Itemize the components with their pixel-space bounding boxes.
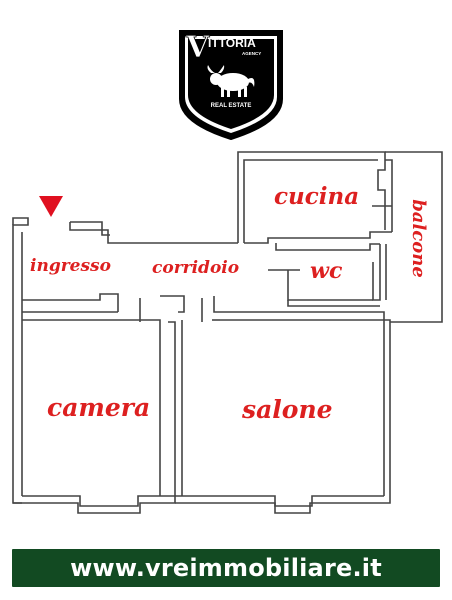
logo-brand-sub: AGENCY	[242, 51, 261, 56]
wall-ingresso-top	[69, 222, 238, 244]
room-label-wc: wc	[310, 258, 343, 284]
room-label-camera: camera	[47, 393, 151, 422]
wall-outer-bottom	[13, 502, 160, 514]
logo-brand-name: ITTORIA	[208, 36, 256, 50]
wall-outer-left	[12, 224, 22, 504]
balcony-outline	[385, 151, 443, 323]
logo-letter-v: V	[185, 30, 210, 65]
agency-logo: V ITTORIA AGENCY REAL ESTATE	[179, 30, 283, 141]
room-label-balcone: balcone	[407, 199, 429, 278]
entrance-triangle-icon	[39, 196, 63, 217]
wall-camera-top	[22, 319, 161, 496]
room-label-ingresso: ingresso	[30, 256, 111, 276]
wall-cucina-right	[377, 160, 386, 230]
website-url[interactable]: www.vreimmobiliare.it	[70, 554, 382, 582]
floor-plan	[12, 151, 443, 514]
room-label-salone: salone	[242, 395, 333, 424]
room-label-corridoio: corridoio	[152, 258, 240, 278]
bull-icon	[207, 65, 255, 97]
logo-tagline: REAL ESTATE	[211, 103, 252, 109]
wall-salone-right	[383, 319, 391, 498]
website-banner: www.vreimmobiliare.it	[12, 549, 440, 587]
wall-corridor-bottom	[22, 293, 119, 312]
room-label-cucina: cucina	[274, 183, 360, 210]
